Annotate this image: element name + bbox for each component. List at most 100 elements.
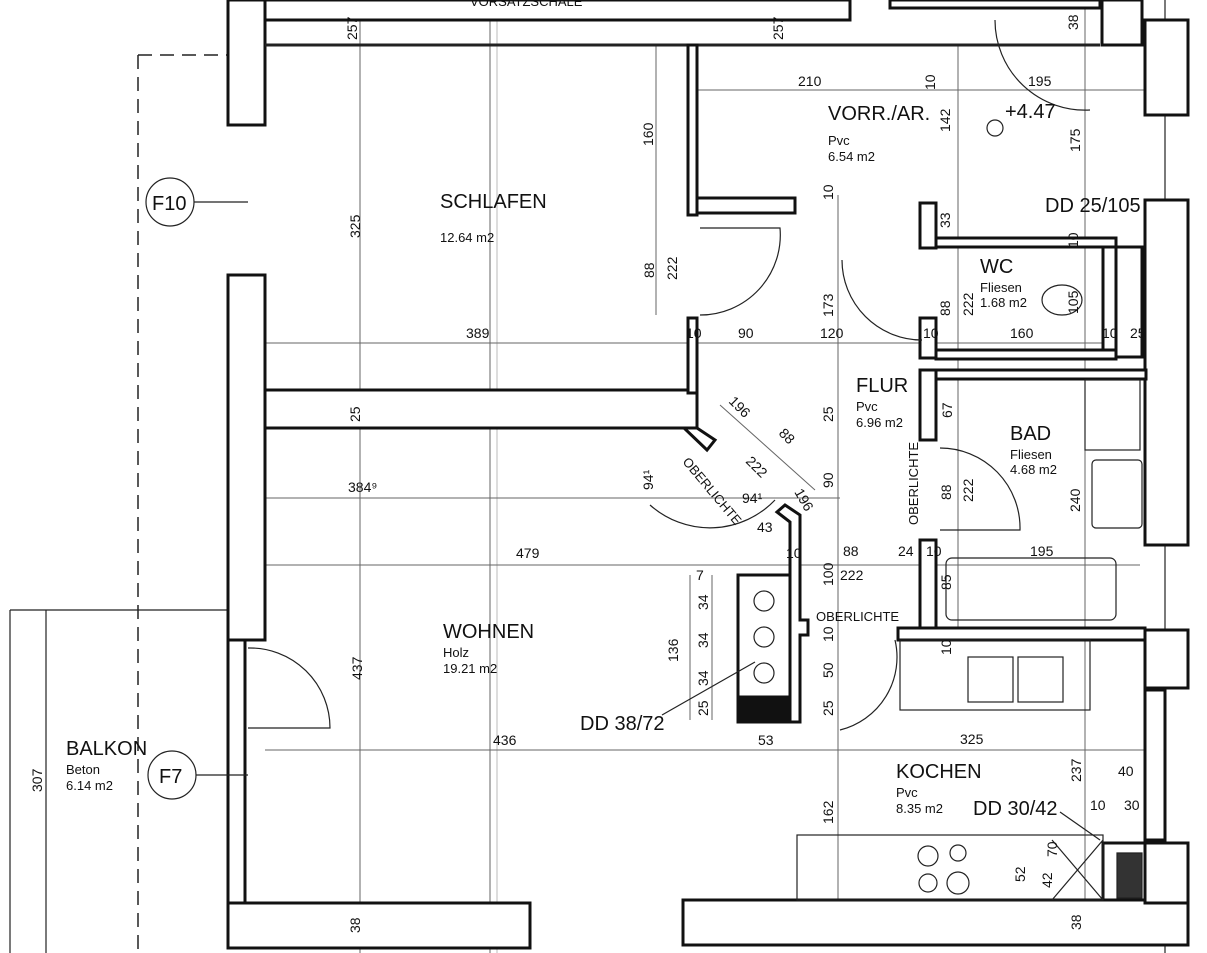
- dimension-label: 88: [937, 300, 953, 316]
- dimension-label: 210: [798, 73, 822, 89]
- plan-stroke: [841, 259, 923, 341]
- dimension-label: 90: [820, 472, 836, 488]
- room-flur: FLUR Pvc 6.96 m2: [856, 375, 908, 430]
- plan-stroke: [649, 499, 776, 529]
- dimension-label: 437: [349, 656, 365, 680]
- plan-stroke: [226, 901, 532, 950]
- dimension-label: 196: [791, 486, 817, 514]
- room-name: KOCHEN: [896, 761, 982, 783]
- room-wohnen: WOHNEN Holz 19.21 m2: [443, 621, 534, 676]
- dimension-label: 10: [686, 325, 702, 341]
- room-area: 19.21 m2: [443, 661, 497, 676]
- plan-stroke: [939, 447, 1021, 531]
- plan-stroke: [946, 871, 970, 895]
- plan-stroke: [934, 348, 1118, 361]
- dimension-label: 34: [695, 594, 711, 610]
- plan-stroke: [967, 656, 1014, 703]
- dimension-label: 384⁹: [348, 479, 377, 495]
- room-name: WC: [980, 256, 1013, 278]
- plan-stroke: [1143, 841, 1190, 905]
- plan-stroke: [686, 43, 699, 217]
- dimension-label: 10: [1090, 797, 1106, 813]
- dimension-labels: 257 257 38 210 10 195 142 175 160 325 10…: [29, 14, 1146, 933]
- dimension-label: 10: [1065, 232, 1081, 248]
- plan-stroke: [986, 119, 1004, 137]
- dimension-label: 325: [347, 214, 363, 238]
- dimension-label: 25: [820, 406, 836, 422]
- dimension-label: 222: [960, 478, 976, 502]
- dimension-label: 160: [640, 122, 656, 146]
- room-name: FLUR: [856, 375, 908, 397]
- plan-stroke: [1116, 852, 1143, 899]
- dimension-label: 88: [938, 484, 954, 500]
- dimension-label: 240: [1067, 488, 1083, 512]
- window-marker-f7: F7: [147, 750, 248, 800]
- room-name: WOHNEN: [443, 621, 534, 643]
- dimension-label: 7: [696, 567, 704, 583]
- dimension-label: 195: [1030, 543, 1054, 559]
- skylight-label: OBERLICHTE: [906, 442, 921, 525]
- dimension-label: 30: [1124, 797, 1140, 813]
- room-floor: Fliesen: [1010, 447, 1052, 462]
- dimension-label: 53: [758, 732, 774, 748]
- dimension-label: 10: [938, 639, 954, 655]
- dimension-label: 436: [493, 732, 517, 748]
- dimension-label: 160: [1010, 325, 1034, 341]
- plan-stroke: [699, 227, 781, 316]
- plan-stroke: [661, 661, 756, 716]
- dimension-label: 10: [926, 543, 942, 559]
- dimension-label: 162: [820, 800, 836, 824]
- dimension-label: 237: [1068, 758, 1084, 782]
- dimension-label: 100: [820, 562, 836, 586]
- room-name: BAD: [1010, 423, 1051, 445]
- opening-label: DD 25/105: [1045, 195, 1141, 217]
- dimension-label: 25: [820, 700, 836, 716]
- room-balkon: BALKON Beton 6.14 m2: [66, 738, 147, 793]
- room-area: 8.35 m2: [896, 801, 943, 816]
- dimension-label: 25: [1130, 325, 1146, 341]
- room-area: 6.54 m2: [828, 149, 875, 164]
- room-floor: Pvc: [828, 133, 850, 148]
- plan-stroke: [1114, 245, 1144, 359]
- plan-stroke: [719, 404, 816, 491]
- dimension-label: 25: [347, 406, 363, 422]
- fixtures: [247, 19, 1143, 901]
- dimension-label: 24: [898, 543, 914, 559]
- room-area: 1.68 m2: [980, 295, 1027, 310]
- dimension-label: 307: [29, 768, 45, 792]
- room-area: 12.64 m2: [440, 230, 494, 245]
- plan-stroke: [918, 316, 938, 360]
- walls: [226, 0, 1190, 950]
- dimension-label: 70: [1044, 841, 1060, 857]
- plan-stroke: [1100, 0, 1144, 47]
- plan-stroke: [918, 873, 938, 893]
- plan-stroke: [753, 626, 775, 648]
- dimension-label: 257: [770, 16, 786, 40]
- plan-stroke: [1091, 459, 1143, 529]
- dimension-label: 94¹: [742, 490, 763, 506]
- dimension-label: 94¹: [640, 469, 656, 490]
- wall-lining-label: VORSATZSCHALE: [470, 0, 583, 9]
- dimension-label: 120: [820, 325, 844, 341]
- plan-stroke: [934, 236, 1118, 249]
- dimension-label: 136: [665, 638, 681, 662]
- plan-stroke: [226, 0, 267, 127]
- plan-stroke: [896, 626, 1147, 642]
- plan-stroke: [839, 639, 898, 731]
- window-marker-f10: F10: [145, 177, 248, 227]
- plan-stroke: [1084, 379, 1141, 451]
- plan-stroke: [888, 0, 1102, 10]
- plan-stroke: [753, 590, 775, 612]
- plan-stroke: [918, 368, 938, 442]
- elevation-marker: +4.47: [986, 101, 1056, 137]
- plan-stroke: [247, 647, 331, 729]
- dimension-label: 10: [820, 184, 836, 200]
- plan-stroke: [945, 557, 1117, 621]
- plan-stroke: [695, 196, 797, 215]
- plan-stroke: [1041, 284, 1083, 316]
- room-schlafen: SCHLAFEN 12.64 m2: [440, 191, 547, 245]
- dimension-label: 142: [937, 108, 953, 132]
- plan-stroke: [681, 898, 1190, 947]
- room-floor: Beton: [66, 762, 100, 777]
- dimension-label: 222: [743, 453, 771, 481]
